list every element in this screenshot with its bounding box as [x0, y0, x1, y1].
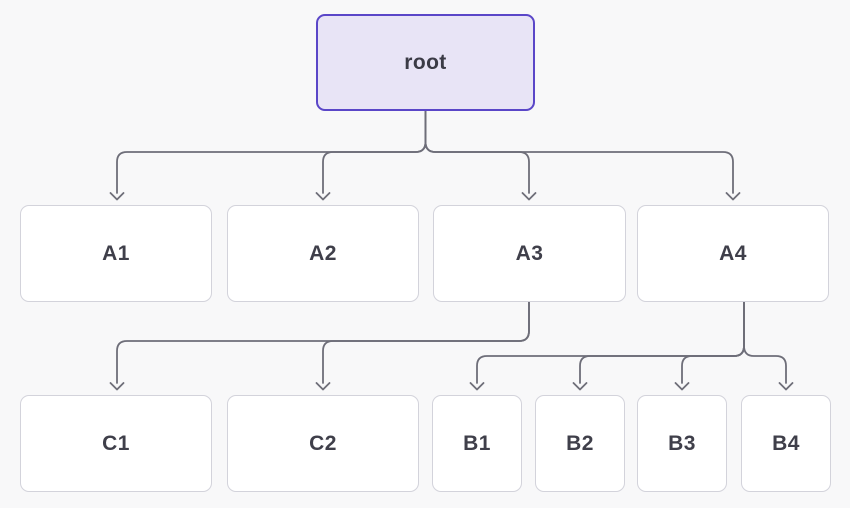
tree-node-a2[interactable]: A2: [227, 205, 419, 302]
edge-a4-to-b4: [743, 301, 794, 391]
tree-node-b2[interactable]: B2: [535, 395, 625, 492]
tree-node-a4[interactable]: A4: [637, 205, 829, 302]
tree-node-c2[interactable]: C2: [227, 395, 419, 492]
edge-root-to-a3: [424, 110, 537, 201]
edge-a3-to-c2: [315, 301, 530, 391]
edge-root-to-a2: [315, 110, 427, 201]
tree-node-a1[interactable]: A1: [20, 205, 212, 302]
edge-a4-to-b1: [469, 301, 745, 391]
tree-node-root[interactable]: root: [316, 14, 535, 111]
edge-root-to-a4: [424, 110, 741, 201]
tree-node-a3[interactable]: A3: [433, 205, 626, 302]
tree-node-c1[interactable]: C1: [20, 395, 212, 492]
tree-node-b3[interactable]: B3: [637, 395, 727, 492]
tree-node-b1[interactable]: B1: [432, 395, 522, 492]
edge-a3-to-c1: [109, 301, 530, 391]
edge-a4-to-b2: [572, 301, 745, 391]
edge-root-to-a1: [109, 110, 427, 201]
tree-node-b4[interactable]: B4: [741, 395, 831, 492]
edge-a4-to-b3: [674, 301, 745, 391]
